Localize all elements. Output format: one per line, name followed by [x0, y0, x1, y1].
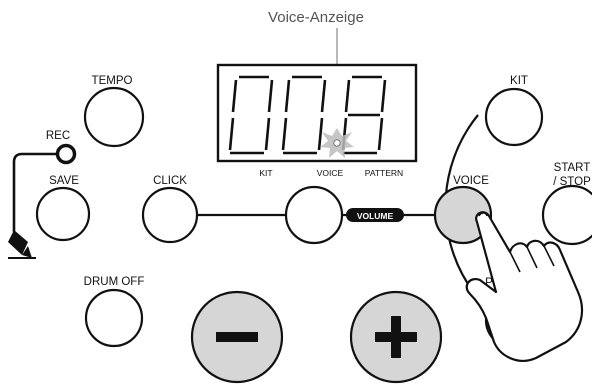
display-digit-1 — [228, 75, 274, 155]
minus-button[interactable] — [190, 290, 284, 384]
click-label: CLICK — [153, 175, 187, 187]
indicator-kit: KIT — [259, 168, 272, 178]
voice-display-callout: Voice-Anzeige — [268, 9, 364, 26]
save-label: SAVE — [49, 175, 79, 187]
tempo-label: TEMPO — [92, 75, 133, 87]
pencil-icon — [8, 230, 36, 259]
tempo-button[interactable] — [83, 86, 145, 148]
rec-label: REC — [46, 130, 70, 142]
indicator-voice: VOICE — [317, 168, 344, 178]
partial-button-label: P — [485, 277, 493, 289]
rec-led — [55, 143, 77, 165]
plus-button[interactable] — [349, 290, 443, 384]
voice-volume-button[interactable] — [284, 185, 344, 245]
voice-button[interactable] — [433, 185, 493, 245]
click-button[interactable] — [141, 186, 199, 244]
led-display — [216, 63, 418, 163]
hand-pointer-icon — [465, 211, 584, 362]
rec-connector-line — [12, 152, 57, 232]
voice-indicator-glow — [320, 128, 354, 158]
drum-off-button[interactable] — [84, 288, 144, 348]
kit-label: KIT — [510, 75, 528, 87]
save-button[interactable] — [35, 186, 91, 242]
start-stop-label-line1: START — [554, 162, 591, 174]
start-stop-button[interactable] — [541, 184, 592, 246]
start-stop-label-line2: / STOP — [553, 176, 591, 188]
display-digit-3 — [341, 75, 387, 155]
indicator-pattern: PATTERN — [365, 168, 403, 178]
plus-icon — [375, 316, 417, 358]
minus-icon — [216, 332, 258, 342]
svg-text:VOLUME: VOLUME — [357, 211, 394, 221]
voice-label: VOICE — [453, 175, 489, 187]
volume-badge: VOLUME — [346, 208, 404, 222]
drum-off-label: DRUM OFF — [84, 276, 145, 288]
display-digit-2 — [281, 75, 327, 155]
kit-button[interactable] — [484, 87, 544, 147]
